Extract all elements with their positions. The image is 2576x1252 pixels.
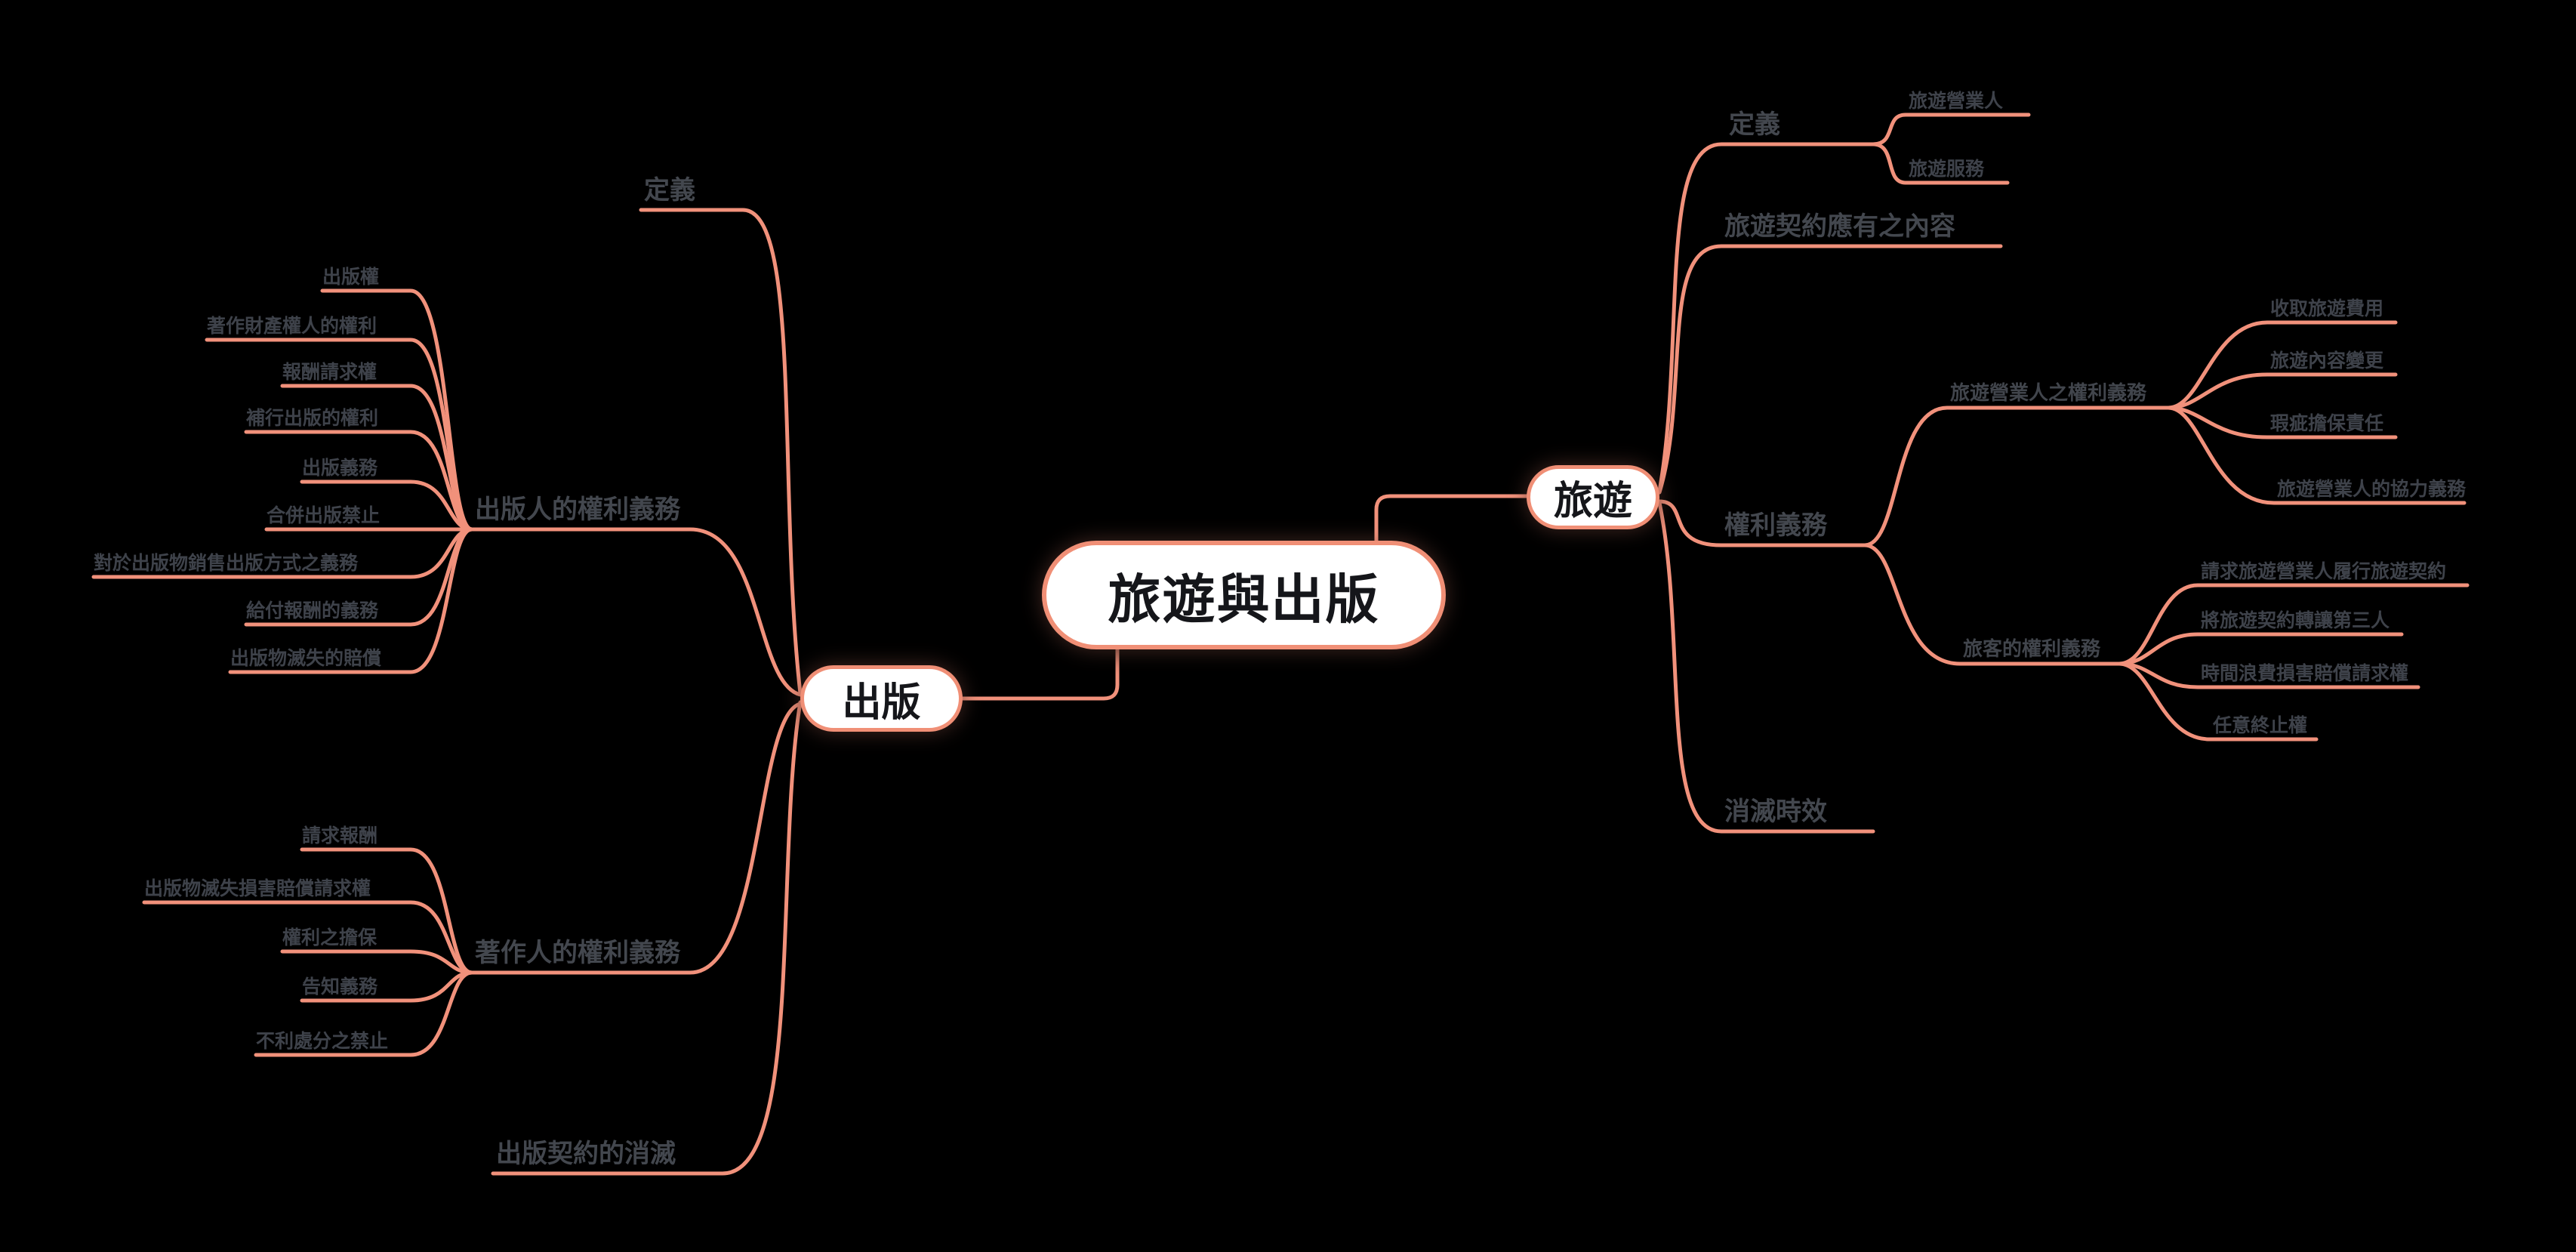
topic-node[interactable]: 合併出版禁止: [267, 505, 381, 526]
branch-travel[interactable]: 旅遊: [1527, 465, 1659, 529]
topic-node[interactable]: 瑕疵擔保責任: [2270, 413, 2384, 434]
topic-node[interactable]: 補行出版的權利: [246, 408, 379, 429]
topic-node[interactable]: 給付報酬的義務: [246, 600, 379, 621]
topic-traveler-rights[interactable]: 旅客的權利義務: [1963, 637, 2101, 660]
topic-publisher-rights[interactable]: 出版人的權利義務: [475, 495, 680, 524]
topic-node[interactable]: 出版義務: [302, 458, 378, 479]
central-topic[interactable]: 旅遊與出版: [1042, 541, 1446, 649]
topic-contract-termination[interactable]: 出版契約的消滅: [496, 1139, 676, 1168]
topic-node[interactable]: 報酬請求權: [282, 362, 377, 383]
topic-prescription[interactable]: 消滅時效: [1724, 797, 1827, 826]
topic-node[interactable]: 收取旅遊費用: [2270, 298, 2384, 319]
branch-publishing[interactable]: 出版: [800, 665, 963, 732]
topic-node[interactable]: 將旅遊契約轉讓第三人: [2201, 610, 2390, 631]
topic-node[interactable]: 請求報酬: [302, 825, 378, 846]
topic-node[interactable]: 出版權: [322, 267, 380, 288]
topic-node[interactable]: 旅遊服務: [1909, 159, 1985, 180]
topic-author-rights[interactable]: 著作人的權利義務: [475, 939, 680, 967]
topic-publishing-definition[interactable]: 定義: [644, 176, 695, 205]
topic-node[interactable]: 旅遊營業人: [1909, 91, 2004, 112]
topic-node[interactable]: 權利之擔保: [282, 927, 377, 948]
topic-node[interactable]: 旅遊營業人的協力義務: [2277, 479, 2467, 500]
topic-travel-contract[interactable]: 旅遊契約應有之內容: [1724, 212, 1955, 241]
topic-node[interactable]: 對於出版物銷售出版方式之義務: [94, 553, 359, 574]
topic-travel-definition[interactable]: 定義: [1729, 110, 1780, 139]
topic-node[interactable]: 任意終止權: [2213, 715, 2308, 736]
topic-node[interactable]: 出版物滅失的賠償: [230, 648, 382, 669]
topic-node[interactable]: 時間浪費損害賠償請求權: [2201, 663, 2409, 684]
topic-operator-rights[interactable]: 旅遊營業人之權利義務: [1950, 381, 2147, 404]
topic-node[interactable]: 請求旅遊營業人履行旅遊契約: [2201, 561, 2447, 582]
topic-node[interactable]: 不利處分之禁止: [256, 1031, 389, 1052]
topic-node[interactable]: 出版物滅失損害賠償請求權: [144, 878, 371, 899]
topic-node[interactable]: 著作財產權人的權利: [207, 316, 377, 337]
topic-rights-obligations[interactable]: 權利義務: [1724, 511, 1827, 540]
topic-node[interactable]: 告知義務: [302, 976, 378, 998]
topic-node[interactable]: 旅遊內容變更: [2270, 350, 2384, 372]
